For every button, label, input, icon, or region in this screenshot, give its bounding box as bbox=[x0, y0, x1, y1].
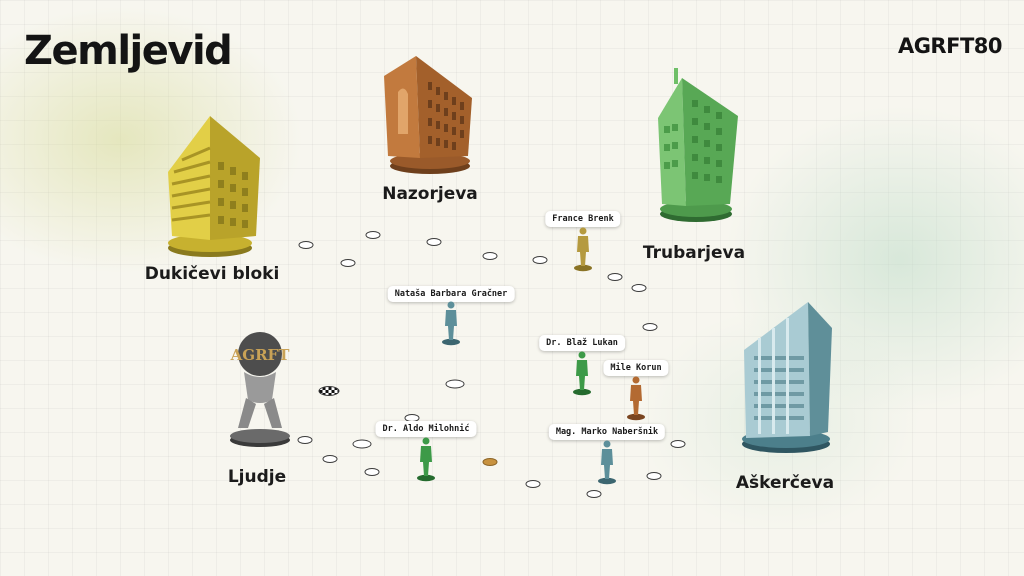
page-title: Zemljevid bbox=[24, 28, 233, 74]
person-figure-aldo-milohnic[interactable] bbox=[415, 436, 437, 482]
person-tag-marko-nabersnik[interactable]: Mag. Marko Naberšnik bbox=[548, 424, 666, 440]
brown-building-icon bbox=[384, 56, 472, 174]
path-node[interactable] bbox=[297, 436, 313, 444]
start-node[interactable] bbox=[318, 386, 340, 396]
yellow-building-icon bbox=[168, 116, 260, 257]
teal-building-icon bbox=[742, 302, 832, 453]
green-building-icon bbox=[658, 68, 738, 222]
path-node[interactable] bbox=[586, 490, 602, 498]
path-node[interactable] bbox=[607, 273, 623, 281]
person-figure-france-brenk[interactable] bbox=[572, 226, 594, 272]
path-node-gold[interactable] bbox=[482, 458, 498, 466]
person-tag-natasa-barbara-gracner[interactable]: Nataša Barbara Gračner bbox=[387, 286, 515, 302]
location-label-nazorjeva: Nazorjeva bbox=[382, 184, 478, 204]
person-tag-blaz-lukan[interactable]: Dr. Blaž Lukan bbox=[539, 335, 625, 351]
building-dukicevi-bloki[interactable] bbox=[160, 112, 270, 262]
person-figure-icon bbox=[627, 376, 645, 421]
person-figure-marko-nabersnik[interactable] bbox=[596, 439, 618, 485]
location-label-askerceva: Aškerčeva bbox=[735, 473, 835, 493]
location-label-dukicevi-bloki: Dukičevi bloki bbox=[144, 264, 280, 284]
path-node[interactable] bbox=[631, 284, 647, 292]
building-nazorjeva[interactable] bbox=[380, 52, 480, 176]
path-node[interactable] bbox=[642, 323, 658, 331]
building-ljudje[interactable]: AGRFT bbox=[224, 332, 296, 450]
building-trubarjeva[interactable] bbox=[652, 66, 744, 226]
person-figure-icon bbox=[573, 351, 591, 396]
path-node[interactable] bbox=[670, 440, 686, 448]
svg-text:AGRFT: AGRFT bbox=[230, 346, 291, 364]
person-figure-mile-korun[interactable] bbox=[625, 375, 647, 421]
path-node[interactable] bbox=[322, 455, 338, 463]
path-node[interactable] bbox=[298, 241, 314, 249]
path-node[interactable] bbox=[482, 252, 498, 260]
person-figure-icon bbox=[417, 437, 435, 482]
path-node[interactable] bbox=[365, 231, 381, 239]
path-node[interactable] bbox=[426, 238, 442, 246]
atlas-statue-icon: AGRFT bbox=[230, 332, 291, 447]
person-figure-icon bbox=[574, 227, 592, 272]
brand-logo: AGRFT80 bbox=[897, 34, 1003, 58]
person-tag-france-brenk[interactable]: France Brenk bbox=[545, 211, 621, 227]
location-label-ljudje: Ljudje bbox=[227, 467, 287, 487]
path-node[interactable] bbox=[340, 259, 356, 267]
building-askerceva[interactable] bbox=[738, 298, 838, 454]
person-figure-natasa-barbara-gracner[interactable] bbox=[440, 300, 462, 346]
person-tag-aldo-milohnic[interactable]: Dr. Aldo Milohnić bbox=[375, 421, 477, 437]
path-node[interactable] bbox=[646, 472, 662, 480]
path-node[interactable] bbox=[352, 439, 372, 449]
path-node[interactable] bbox=[445, 379, 465, 389]
person-figure-blaz-lukan[interactable] bbox=[571, 350, 593, 396]
location-label-trubarjeva: Trubarjeva bbox=[642, 243, 746, 263]
path-node[interactable] bbox=[525, 480, 541, 488]
path-node[interactable] bbox=[532, 256, 548, 264]
path-node[interactable] bbox=[364, 468, 380, 476]
person-figure-icon bbox=[442, 301, 460, 346]
person-figure-icon bbox=[598, 440, 616, 485]
person-tag-mile-korun[interactable]: Mile Korun bbox=[603, 360, 669, 376]
